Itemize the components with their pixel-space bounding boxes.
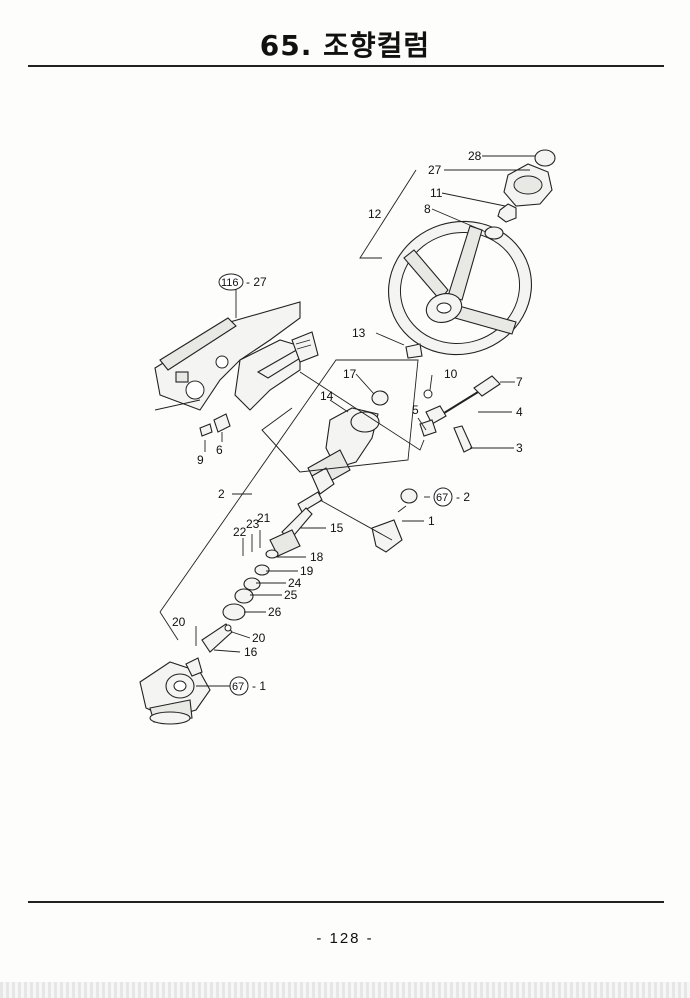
callout-14: 14 [320,389,334,403]
callout-13: 13 [352,326,366,340]
callout-8: 8 [424,202,431,216]
bolt-9 [199,423,213,437]
callout-7: 7 [516,375,523,389]
callout-17: 17 [343,367,357,381]
callout-12: 12 [368,207,382,221]
callout-5: 5 [412,403,419,417]
callout-28: 28 [468,149,482,163]
callout-10: 10 [444,367,458,381]
callout-2: 2 [218,487,225,501]
steering-wheel [388,220,532,356]
group-boundaries [159,169,530,641]
mount-bracket-1 [371,488,418,553]
steering-gearbox [139,657,211,725]
callout-4: 4 [516,405,523,419]
callout-24: 24 [288,576,302,590]
top-rule [28,65,664,67]
column-shaft [222,491,323,621]
callout-67-a-suffix: - 2 [456,490,470,504]
tilt-lever [419,375,501,453]
callout-116: 116 [221,277,239,289]
callout-25: 25 [284,588,298,602]
clamp-6 [213,413,231,433]
callout-67-b-suffix: - 1 [252,679,266,693]
callout-26: 26 [268,605,282,619]
callout-18: 18 [310,550,324,564]
callout-6: 6 [216,443,223,457]
callout-16: 16 [244,645,258,659]
callout-labels: 28 27 11 8 12 116 - 27 13 17 10 7 14 5 4… [172,149,523,696]
callout-27-ref: - 27 [246,275,267,289]
callout-23: 23 [246,517,260,531]
callout-22: 22 [233,525,247,539]
page-number: - 128 - [316,930,374,947]
callout-11: 11 [430,186,443,200]
bushing-13 [405,343,423,359]
callout-27: 27 [428,163,442,177]
page-title: 65. 조향컬럼 [259,29,431,62]
callout-15: 15 [330,521,344,535]
callout-21: 21 [257,511,271,525]
collar-17 [371,390,389,406]
callout-20-left: 20 [172,615,186,629]
callout-9: 9 [197,453,204,467]
ref-circle-116 [218,273,244,291]
callout-19: 19 [300,564,314,578]
ref-circle-67-a [433,487,453,507]
column-support-bracket [154,301,319,411]
callout-20-right: 20 [252,631,266,645]
scan-edge [0,982,690,998]
callout-1: 1 [428,514,435,528]
callout-3: 3 [516,441,523,455]
ref-circle-67-b [229,676,249,696]
callout-67-a: 67 [436,492,448,504]
callout-67-b: 67 [232,681,244,693]
leader-lines [196,155,535,687]
upper-column-housing [307,407,380,495]
horn-cap-assembly [484,149,556,240]
bottom-rule [28,901,664,903]
